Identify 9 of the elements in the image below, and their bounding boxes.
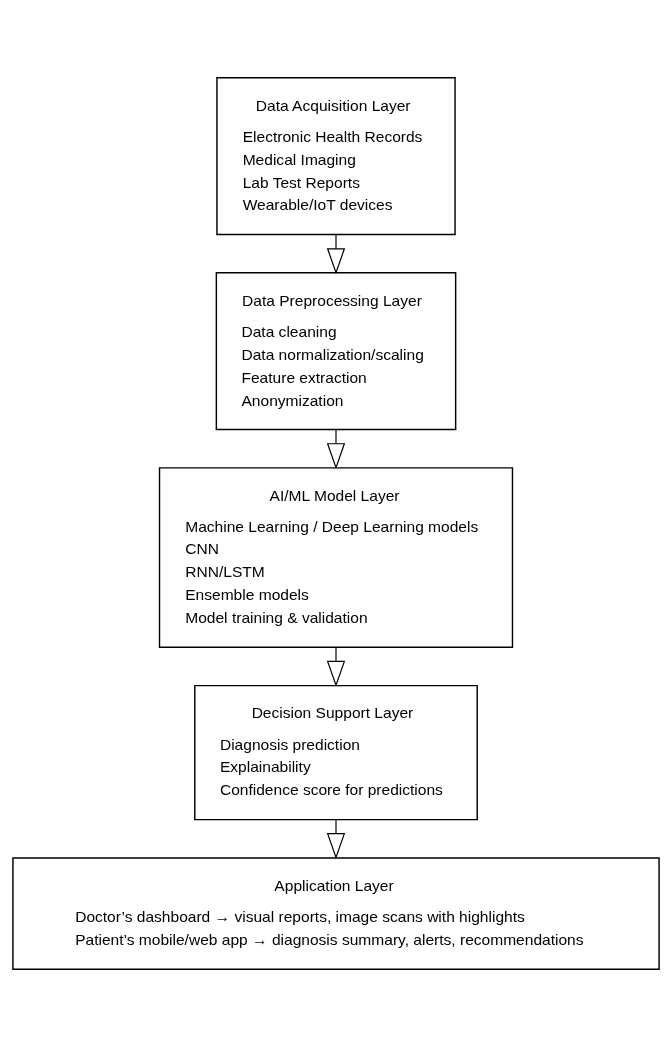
node-box: Data Acquisition Layer Electronic Health Records Medical Imaging Lab Test Reports Wearable/IoT devices	[216, 76, 456, 235]
node-box: Application Layer Doctor’s dashboard → visual reports, image scans with highlights Patient’s mobile/web app → diagnosis summary, alerts, recommendations	[12, 856, 660, 970]
arrow	[326, 429, 346, 469]
arrow	[326, 233, 346, 275]
node-box: AI/ML Model Layer Machine Learning / Deep Learning models CNN RNN/LSTM Ensemble models Model training & validation	[158, 466, 514, 648]
arrow	[326, 646, 346, 687]
node-box: Decision Support Layer Diagnosis prediction Explainability Confidence score for predictions	[194, 684, 478, 820]
arrow	[326, 818, 346, 859]
node-box: Data Preprocessing Layer Data cleaning Data normalization/scaling Feature extraction Anonymization	[215, 271, 457, 430]
